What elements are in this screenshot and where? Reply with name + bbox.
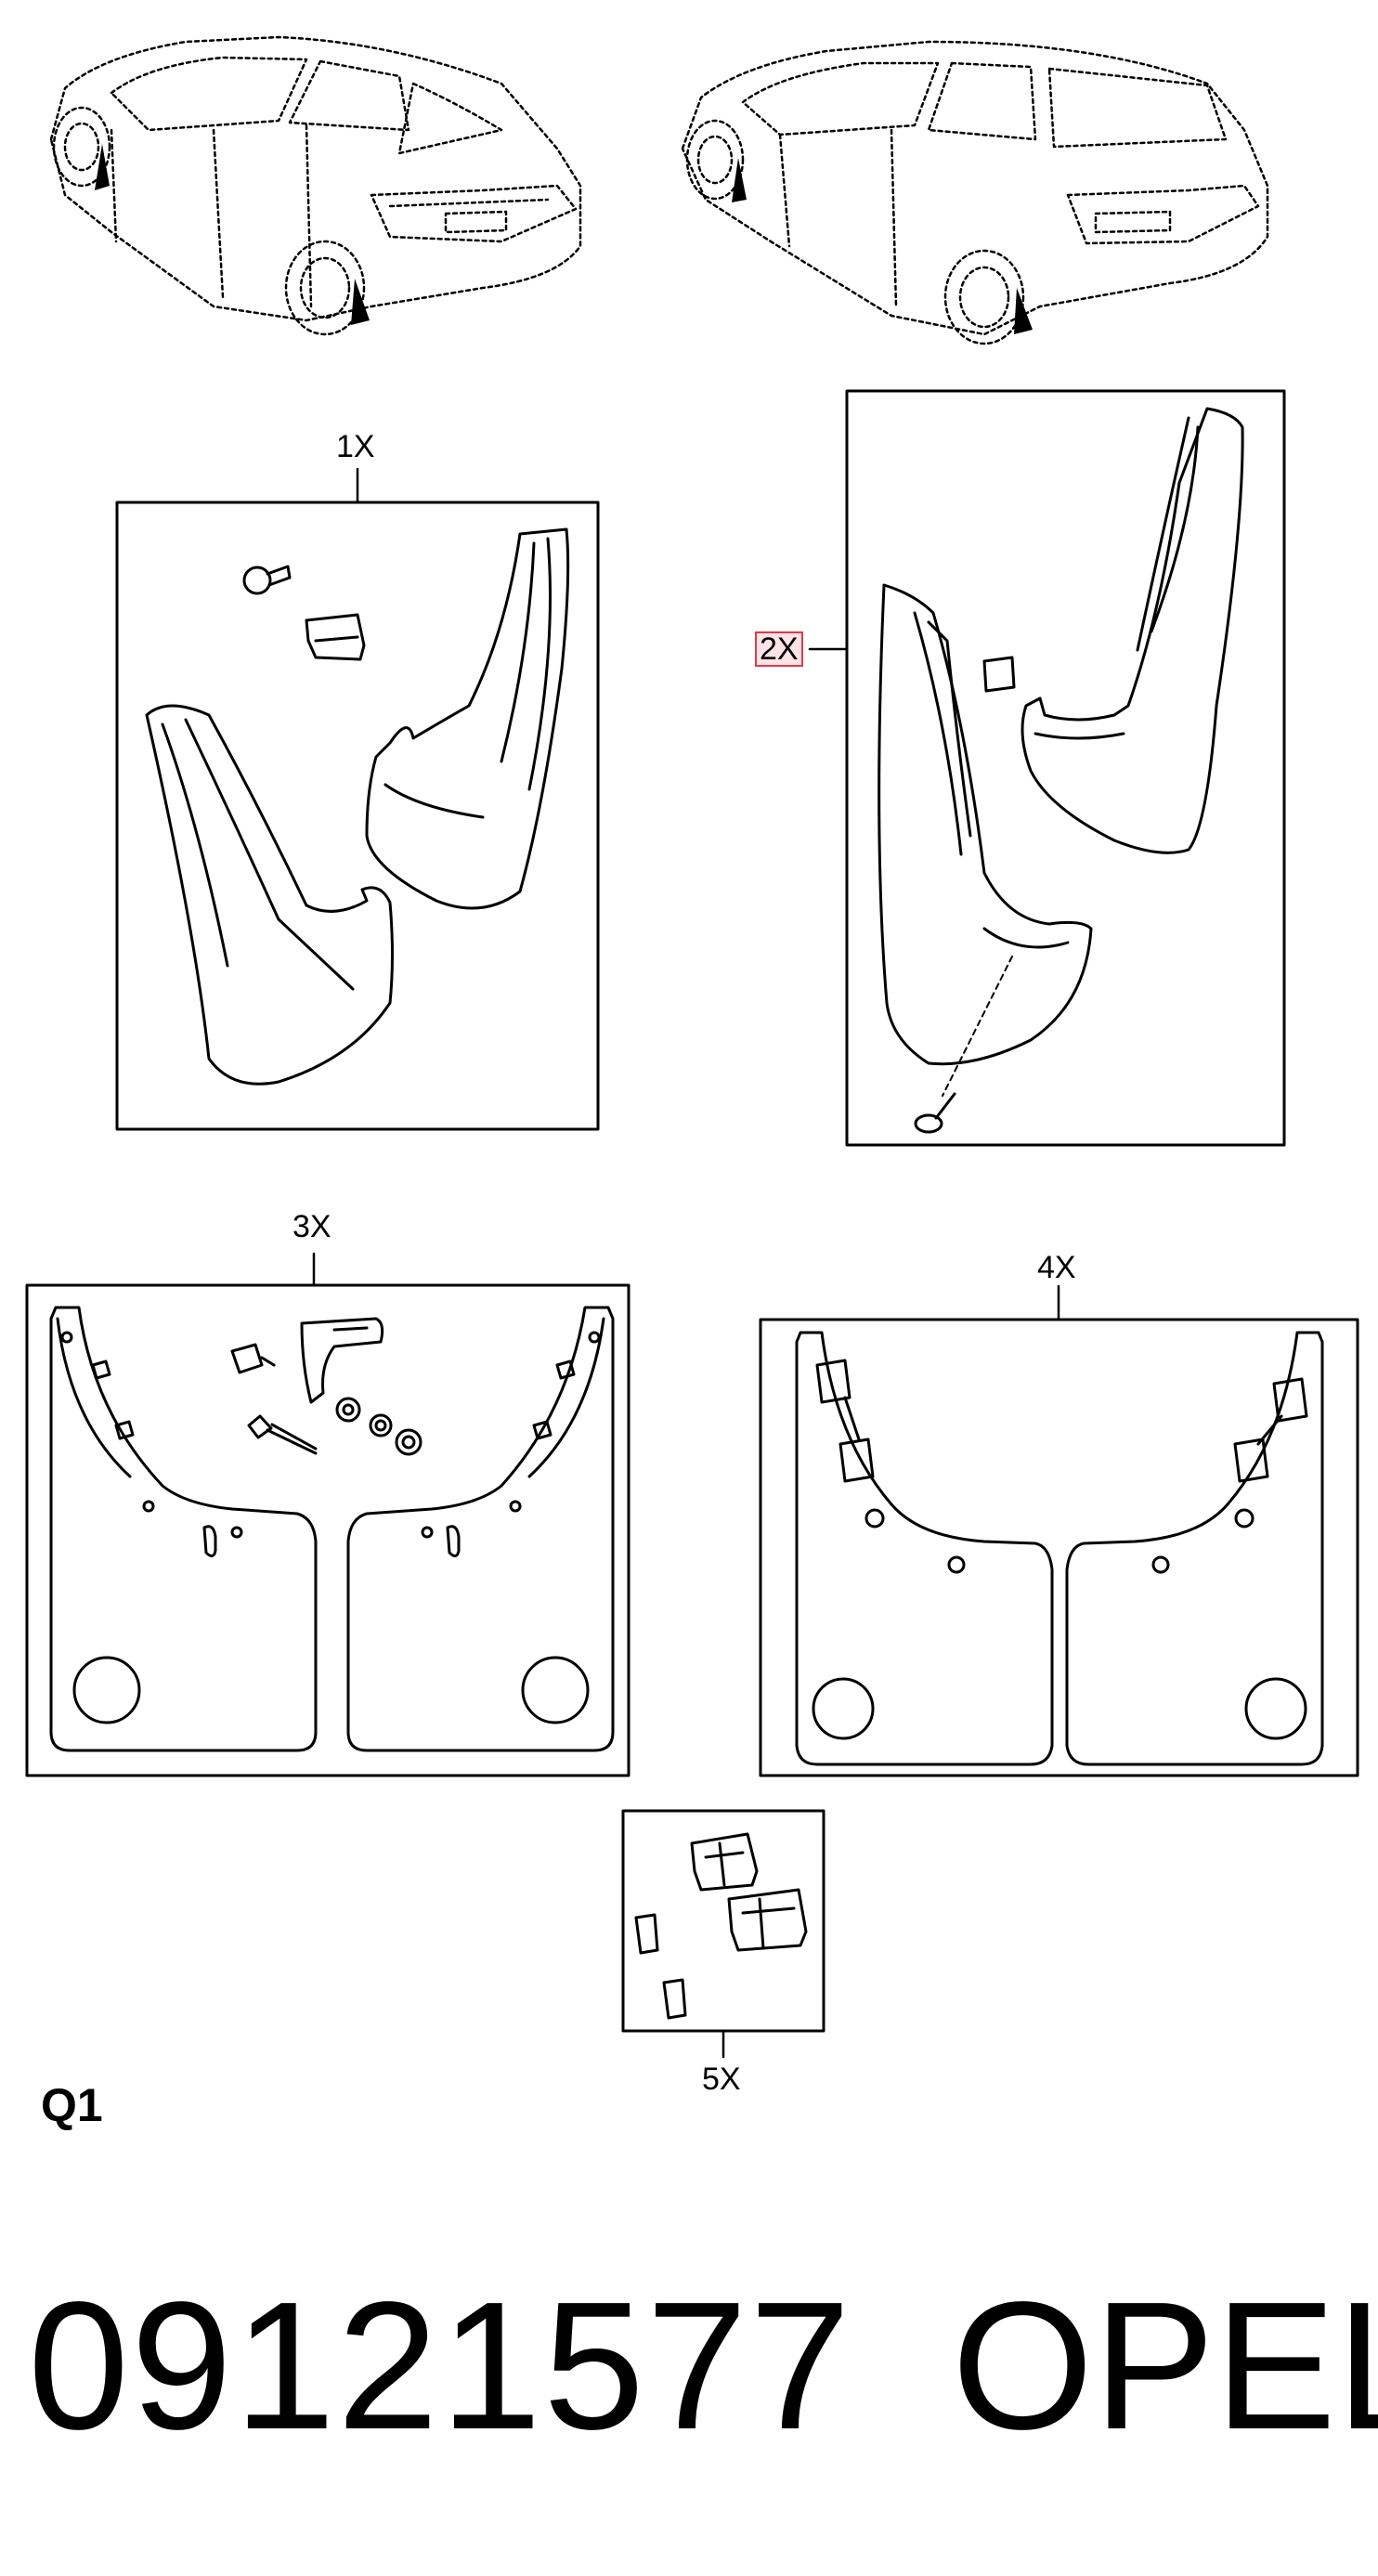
- kit-3-left-mudflap: [49, 1306, 318, 1752]
- callout-5x: 5X: [702, 2062, 741, 2097]
- kit-1-clip: [305, 613, 366, 661]
- estate-front-mudflap-marker: [732, 158, 747, 202]
- callout-1x: 1X: [336, 429, 375, 464]
- kit-5-box: [621, 1809, 826, 2033]
- callout-4x: 4X: [1037, 1250, 1076, 1285]
- hatchback-rear-mudflap-marker: [351, 279, 370, 325]
- estate-car-illustration: [681, 40, 1269, 345]
- kit-2-screw: [914, 1092, 956, 1134]
- estate-rear-mudflap-marker: [1014, 288, 1033, 334]
- kit-2-box: [845, 389, 1286, 1147]
- kit-1-box: [115, 501, 600, 1131]
- kit-1-left-mudflap: [145, 704, 394, 1086]
- kit-5-clips: [634, 1832, 808, 2020]
- kit-1-right-mudflap: [365, 527, 570, 910]
- kit-4-right-mudflap: [1065, 1331, 1324, 1766]
- brand-name: OPEL: [952, 2264, 1378, 2467]
- kit-3-hardware: [230, 1317, 422, 1456]
- callout-3x: 3X: [292, 1209, 332, 1244]
- part-number: 09121577: [28, 2264, 853, 2467]
- kit-4-box: [759, 1318, 1359, 1777]
- kit-3-right-mudflap: [346, 1306, 615, 1752]
- group-code: Q1: [41, 2079, 103, 2131]
- kit-3-box: [25, 1283, 630, 1777]
- kit-1-push-rivet: [242, 565, 292, 595]
- kit-2-lower-mudflap: [878, 583, 1093, 1097]
- kit-4-left-mudflap: [795, 1331, 1054, 1766]
- hatchback-car-illustration: [49, 35, 582, 336]
- kit-2-upper-mudflap: [982, 407, 1244, 854]
- hatchback-front-mudflap-marker: [95, 144, 110, 190]
- callout-2x-highlighted: 2X: [755, 631, 803, 667]
